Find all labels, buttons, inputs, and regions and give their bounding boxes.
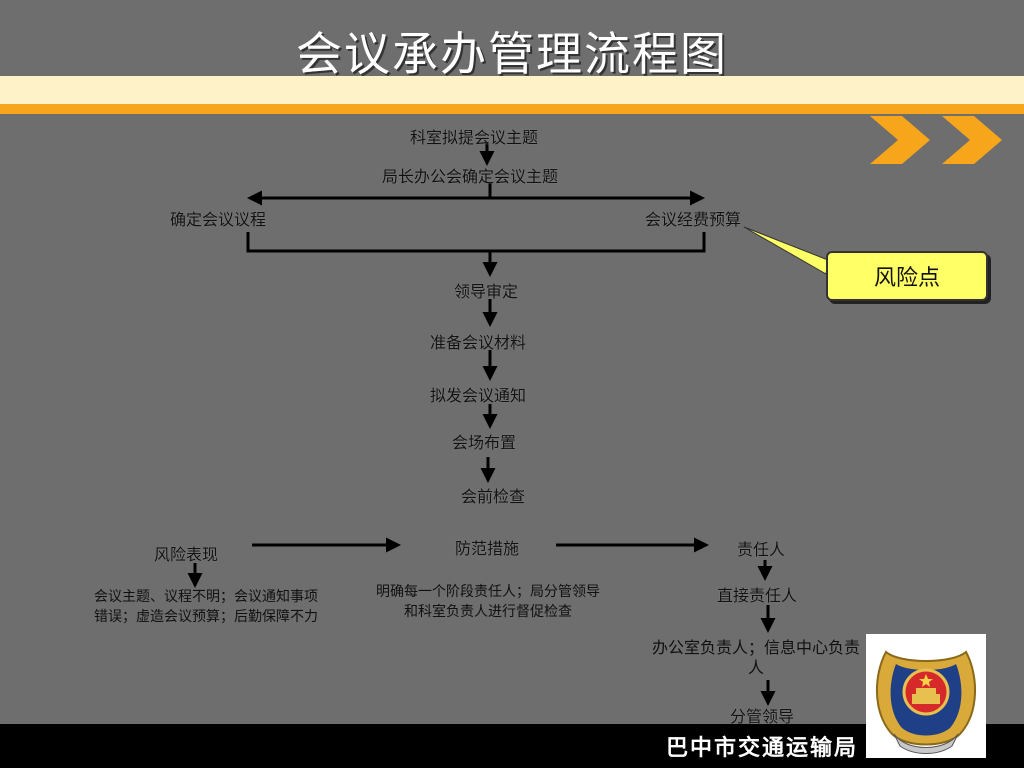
responsible-office: 办公室负责人；信息中心负责人 <box>652 638 861 677</box>
police-emblem <box>866 634 986 758</box>
flow-step2: 局长办公会确定会议主题 <box>382 167 559 186</box>
risk-manifest-text: 会议主题、议程不明；会议通知事项错误；虚造会议预算；后勤保障不力 <box>94 589 318 625</box>
flow-right-branch: 会议经费预算 <box>645 210 742 229</box>
page-title: 会议承办管理流程图 <box>296 27 728 81</box>
flow-step4: 准备会议材料 <box>430 333 527 352</box>
chevron-right-icon <box>870 116 930 164</box>
risk-measures-text: 明确每一个阶段责任人；局分管领导和科室负责人进行督促检查 <box>376 584 600 620</box>
flow-step3: 领导审定 <box>454 282 519 301</box>
merge-bracket <box>246 232 706 253</box>
footer-org-name: 巴中市交通运输局 <box>665 736 858 761</box>
risk-point-callout: 风险点 <box>826 251 988 301</box>
risk-measures-heading: 防范措施 <box>455 539 520 558</box>
risk-manifest-heading: 风险表现 <box>154 545 219 564</box>
header-band-light <box>0 76 1024 104</box>
callout-pointer <box>743 226 829 275</box>
flow-step1: 科室拟提会议主题 <box>410 128 539 147</box>
footer-bar <box>0 724 1024 768</box>
risk-responsible-heading: 责任人 <box>737 540 786 559</box>
responsible-leader: 分管领导 <box>730 707 795 726</box>
chevron-right-icon <box>942 116 1002 164</box>
flow-left-branch: 确定会议议程 <box>170 210 267 229</box>
emblem-icon <box>876 650 976 754</box>
flow-step7: 会前检查 <box>461 487 526 506</box>
flow-step5: 拟发会议通知 <box>430 386 527 405</box>
header-band-orange <box>0 104 1024 114</box>
responsible-direct: 直接责任人 <box>717 586 798 605</box>
flow-step6: 会场布置 <box>452 433 517 452</box>
